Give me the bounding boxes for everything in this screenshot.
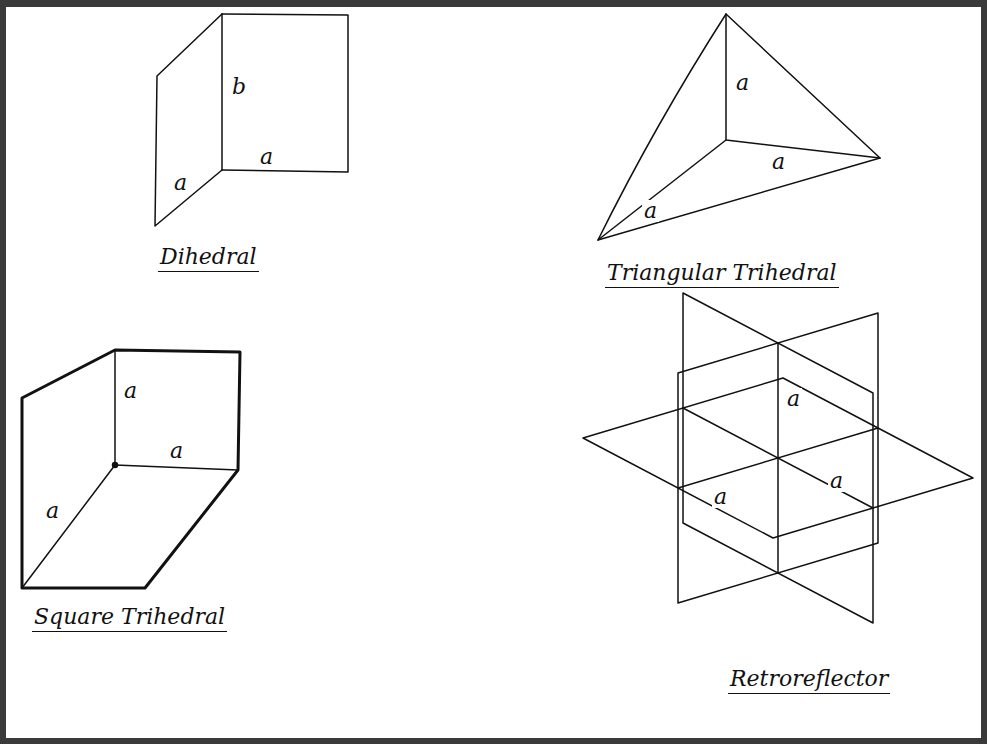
figure-caption: Triangular Trihedral: [605, 262, 839, 288]
dimension-label: a: [770, 151, 787, 173]
dimension-label: a: [642, 200, 659, 222]
dimension-label: a: [712, 486, 729, 508]
figure-caption: Square Trihedral: [32, 606, 227, 632]
dimension-label: a: [828, 470, 845, 492]
figure-caption: Dihedral: [158, 246, 259, 272]
dihedral-figure: [155, 14, 348, 226]
dimension-label: a: [785, 388, 802, 410]
dimension-label: a: [168, 440, 185, 462]
dimension-label: a: [122, 380, 139, 402]
dimension-label: b: [230, 76, 248, 98]
dimension-label: a: [44, 500, 61, 522]
dimension-label: a: [258, 146, 275, 168]
dimension-label: a: [172, 172, 189, 194]
figure-caption: Retroreflector: [728, 668, 890, 694]
triangular-trihedral-figure: [598, 14, 880, 240]
retroreflector-figure: [583, 293, 973, 623]
square-trihedral-figure: [22, 350, 240, 588]
dimension-label: a: [734, 72, 751, 94]
